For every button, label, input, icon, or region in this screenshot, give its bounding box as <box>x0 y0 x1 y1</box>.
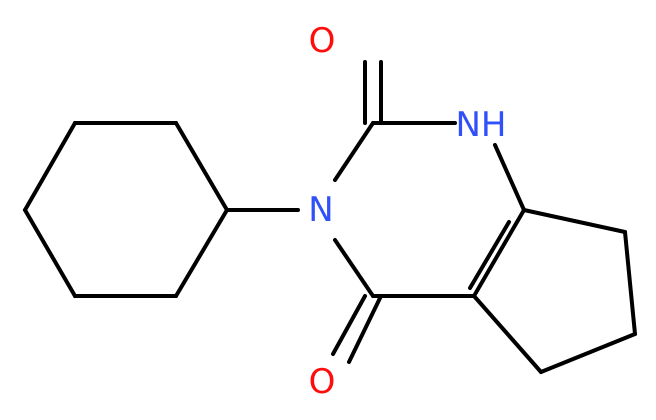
bond-cy-2 <box>174 121 229 212</box>
bond-c7a-c7 <box>522 208 627 234</box>
bond-nh-c7a <box>493 143 526 212</box>
bond-cy-3 <box>174 208 229 298</box>
atom-labels: O NH N O <box>308 21 506 402</box>
bond-c7-c6 <box>623 230 637 336</box>
bond-c6-c5 <box>539 332 637 374</box>
bond-c7a-c4a-inner <box>468 220 511 290</box>
atom-o-bottom: O <box>309 362 336 402</box>
bond-c5-c4a <box>472 294 543 374</box>
atom-nh: NH <box>456 105 507 145</box>
bonds <box>23 60 637 374</box>
bond-c7a-c4a <box>472 208 526 298</box>
bond-c4-o-b <box>347 294 383 364</box>
atom-o-top: O <box>309 21 336 61</box>
atom-n: N <box>308 190 333 230</box>
bond-n-c2 <box>333 121 375 182</box>
bond-cy-6 <box>23 121 77 212</box>
bond-c4-n <box>333 238 375 298</box>
bond-cy-5 <box>23 208 77 298</box>
bond-c4-o-a <box>331 294 367 356</box>
